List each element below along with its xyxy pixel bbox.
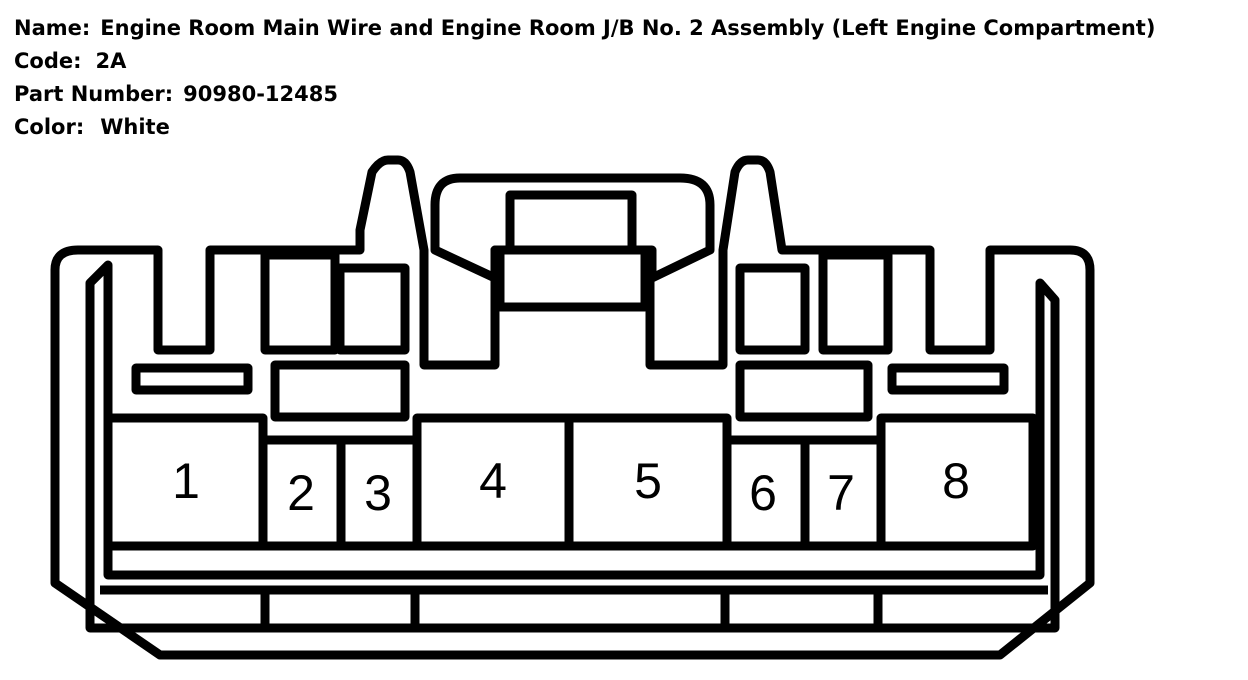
key-slot (260, 250, 340, 355)
pin-label: 5 (634, 453, 662, 509)
key-slot (270, 360, 410, 422)
pin-label: 6 (749, 465, 777, 521)
code-row: Code: 2A (14, 45, 1155, 78)
color-label: Color: (14, 115, 85, 139)
part-number-row: Part Number: 90980-12485 (14, 78, 1155, 111)
latch-lock (495, 245, 650, 312)
code-value: 2A (95, 49, 127, 73)
key-slot (818, 250, 893, 355)
name-value: Engine Room Main Wire and Engine Room J/… (100, 16, 1156, 40)
pin-cavity-8 (876, 413, 1038, 551)
pin-label: 1 (172, 453, 200, 509)
pin-label: 4 (479, 453, 507, 509)
code-label: Code: (14, 49, 82, 73)
name-row: Name: Engine Room Main Wire and Engine Ro… (14, 12, 1155, 45)
key-slot (887, 363, 1009, 395)
key-slot (735, 263, 810, 355)
part-number-value: 90980-12485 (183, 82, 338, 106)
latch-window (505, 190, 637, 255)
name-label: Name: (14, 16, 91, 40)
pin-label: 8 (942, 453, 970, 509)
key-slot (735, 360, 873, 422)
color-row: Color: White (14, 111, 1155, 144)
pin-label: 2 (287, 465, 315, 521)
housing-outline (50, 155, 1095, 660)
key-slot (335, 263, 410, 355)
latch-outline (430, 173, 715, 283)
connector-info: Name: Engine Room Main Wire and Engine Ro… (14, 12, 1155, 144)
part-number-label: Part Number: (14, 82, 174, 106)
color-value: White (100, 115, 170, 139)
pin-label: 7 (827, 465, 855, 521)
key-slot (131, 363, 253, 395)
pin-label: 3 (364, 465, 392, 521)
